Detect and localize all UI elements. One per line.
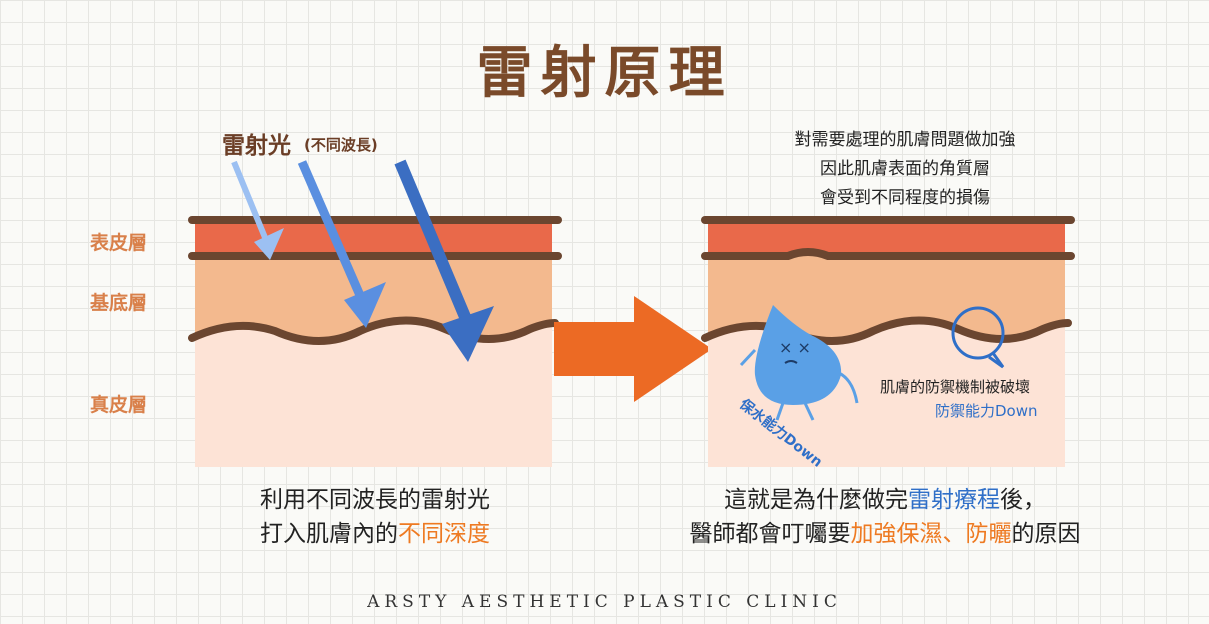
water-drop-character: × × — [739, 305, 859, 421]
laser-beams — [231, 159, 494, 362]
laser-beam-arrow-head — [254, 228, 284, 260]
right-skin-diagram: × × — [701, 216, 1075, 467]
laser-beam-arrow-head — [344, 282, 386, 328]
note-line-1: 對需要處理的肌膚問題做加強 — [794, 130, 1016, 150]
thought-bubble-icon — [951, 306, 1005, 369]
direction-arrow — [554, 296, 712, 402]
epidermis-layer — [195, 220, 552, 255]
dermis-boundary-line — [188, 316, 559, 345]
damage-explanation-note: 對需要處理的肌膚問題做加強 因此肌膚表面的角質層 會受到不同程度的損傷 — [720, 126, 1090, 213]
laser-beam-arrow — [231, 160, 269, 242]
laser-label: 雷射光 — [222, 133, 291, 159]
right-caption-line-1: 這就是為什麼做完雷射療程後， — [630, 483, 1140, 517]
right-caption-highlight-2: 加強保濕、防曬 — [850, 521, 1012, 547]
right-caption-highlight-1: 雷射療程 — [908, 487, 1000, 513]
laser-beam-arrow-head — [442, 306, 494, 362]
layer-label-basal: 基底層 — [90, 292, 148, 314]
clinic-footer: ARSTY AESTHETIC PLASTIC CLINIC — [367, 592, 842, 612]
left-caption-highlight: 不同深度 — [398, 521, 490, 547]
note-line-2: 因此肌膚表面的角質層 — [820, 159, 990, 179]
svg-text:× ×: × × — [779, 338, 811, 357]
layer-label-dermis: 真皮層 — [90, 394, 148, 416]
laser-beam-arrow — [297, 160, 367, 302]
left-skin-diagram — [188, 216, 562, 467]
right-caption-prefix-2: 醫師都會叮囑要 — [689, 521, 851, 547]
damaged-epidermis-line — [701, 248, 1075, 260]
barrier-note: 肌膚的防禦機制被破壞 — [880, 378, 1031, 396]
right-caption-suffix-2: 的原因 — [1011, 521, 1081, 547]
left-caption-line-2: 打入肌膚內的不同深度 — [195, 517, 555, 551]
left-caption-prefix: 打入肌膚內的 — [260, 521, 398, 547]
right-caption-line-2: 醫師都會叮囑要加強保濕、防曬的原因 — [630, 517, 1140, 551]
note-line-3: 會受到不同程度的損傷 — [820, 188, 990, 208]
layer-label-epidermis: 表皮層 — [90, 232, 148, 254]
right-caption-suffix-1: 後， — [1000, 487, 1046, 513]
right-caption-prefix-1: 這就是為什麼做完 — [724, 487, 908, 513]
laser-wavelength-label: (不同波長) — [304, 136, 378, 154]
arrow-icon — [554, 296, 712, 402]
right-caption: 這就是為什麼做完雷射療程後， 醫師都會叮囑要加強保濕、防曬的原因 — [630, 483, 1140, 551]
laser-beam-arrow — [394, 159, 474, 327]
left-caption-line-1: 利用不同波長的雷射光 — [260, 487, 490, 513]
epidermis-layer — [708, 220, 1065, 255]
left-caption: 利用不同波長的雷射光 打入肌膚內的不同深度 — [195, 483, 555, 551]
page-title: 雷射原理 — [476, 41, 733, 106]
barrier-down-label: 防禦能力Down — [935, 402, 1038, 420]
